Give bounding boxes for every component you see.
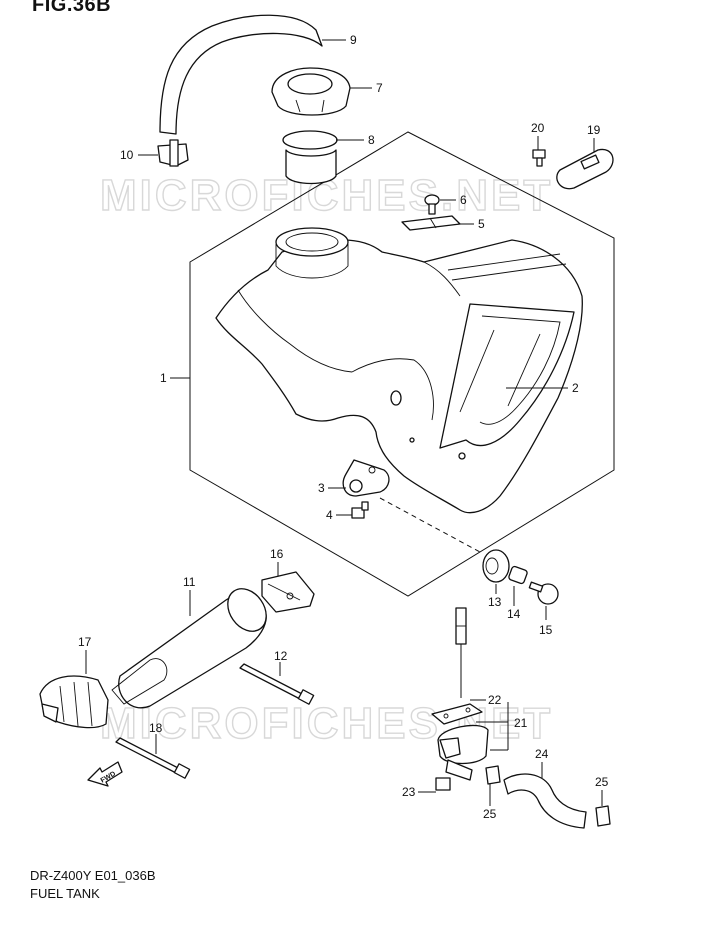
callout-5: 5 (478, 217, 485, 231)
callout-16: 16 (270, 547, 284, 561)
figure-title: FIG.36B (32, 0, 112, 16)
forward-direction-marker: FWD (87, 761, 123, 787)
breather-hose (159, 14, 323, 135)
callout-25-right: 25 (595, 775, 609, 789)
hose-clamp (157, 139, 189, 167)
shield-bracket (261, 571, 315, 613)
mount-collar (508, 565, 528, 585)
callout-1: 1 (160, 371, 167, 385)
insulator-cushion (39, 675, 109, 729)
callout-6: 6 (460, 193, 467, 207)
mount-cushion (482, 549, 510, 583)
callout-20: 20 (531, 121, 545, 135)
rear-mount-bracket (342, 459, 390, 497)
rear-mount-bolt (351, 501, 369, 519)
callout-21: 21 (514, 716, 528, 730)
model-code: DR-Z400Y E01_036B (30, 868, 156, 883)
callout-24: 24 (535, 747, 549, 761)
callout-22: 22 (488, 693, 502, 707)
callout-labels: 1 2 3 4 5 6 7 8 9 10 11 12 13 14 15 16 1… (78, 33, 609, 821)
assembly-frame (189, 131, 615, 597)
cable-tie-lower (115, 737, 191, 779)
leader-lines (85, 39, 603, 806)
callout-25-left: 25 (483, 807, 497, 821)
callout-14: 14 (507, 607, 521, 621)
callout-23: 23 (402, 785, 416, 799)
hose-clip-left (485, 765, 501, 785)
callout-8: 8 (368, 133, 375, 147)
callout-2: 2 (572, 381, 579, 395)
callout-3: 3 (318, 481, 325, 495)
callout-9: 9 (350, 33, 357, 47)
callout-11: 11 (183, 575, 196, 589)
callout-12: 12 (274, 649, 288, 663)
fuel-cock (431, 607, 489, 791)
callout-19: 19 (587, 123, 601, 137)
callout-15: 15 (539, 623, 553, 637)
mount-bolt (528, 581, 559, 605)
hose-clip-right (595, 805, 611, 827)
callout-13: 13 (488, 595, 502, 609)
diagram-name: FUEL TANK (30, 886, 100, 901)
callout-18: 18 (149, 721, 163, 735)
bracket-bolt (424, 194, 440, 215)
fuel-hose (503, 773, 587, 829)
heat-insulator (111, 588, 267, 709)
callout-17: 17 (78, 635, 92, 649)
fuel-cap (271, 67, 351, 116)
strap-bolt (532, 149, 546, 167)
callout-10: 10 (120, 148, 134, 162)
cap-gasket (282, 130, 338, 185)
callout-4: 4 (326, 508, 333, 522)
cable-tie-upper (239, 663, 315, 705)
tank-strap (556, 148, 614, 190)
fuel-tank (215, 227, 583, 514)
callout-7: 7 (376, 81, 383, 95)
